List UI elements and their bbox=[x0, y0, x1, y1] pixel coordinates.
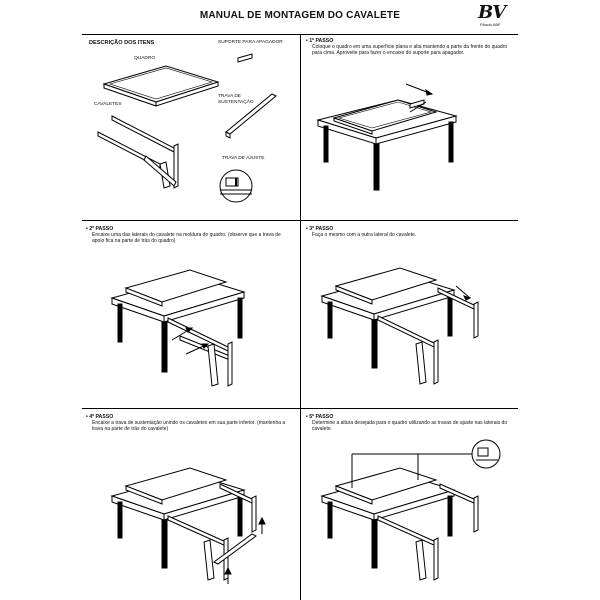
board-on-table bbox=[336, 468, 436, 504]
step-1-text: Coloque o quadro em uma superfície plana… bbox=[312, 44, 508, 57]
table bbox=[322, 474, 454, 568]
page-title: MANUAL DE MONTAGEM DO CAVALETE bbox=[199, 10, 401, 21]
step-4-text: Encaixe a trava de sustentação unindo os… bbox=[92, 420, 286, 433]
step-2-panel: • 2º PASSO Encaixe uma das laterais do c… bbox=[86, 226, 292, 410]
step-1-illustration bbox=[306, 38, 512, 222]
label-trava-sustentacao-1: TRAVA DE bbox=[218, 94, 242, 99]
step-5-illustration bbox=[306, 414, 512, 598]
board-on-table bbox=[126, 468, 226, 504]
step-5-title: • 5º PASSO bbox=[306, 414, 334, 420]
manual-page: MANUAL DE MONTAGEM DO CAVALETE BV Filiad… bbox=[82, 0, 518, 600]
easel-side bbox=[168, 318, 232, 386]
easel-sides-part bbox=[98, 116, 178, 188]
label-trava-ajuste: TRAVA DE AJUSTE bbox=[222, 156, 265, 161]
step-2-title: • 2º PASSO bbox=[86, 226, 114, 232]
step-3-text: Faça o mesmo com a outra lateral do cava… bbox=[312, 232, 417, 238]
easel-sides bbox=[378, 484, 478, 580]
step-5-text: Determine a altura desejada para o quadr… bbox=[312, 420, 508, 433]
board-on-table bbox=[336, 268, 436, 304]
board-on-table bbox=[126, 270, 226, 306]
step-3-title: • 3º PASSO bbox=[306, 226, 334, 232]
step-1-panel: • 1º PASSO Coloque o quadro em uma super… bbox=[306, 38, 512, 222]
header: MANUAL DE MONTAGEM DO CAVALETE BV Filiad… bbox=[82, 0, 518, 30]
label-cavaletes: CAVALETES bbox=[94, 102, 122, 107]
step-2-illustration bbox=[86, 226, 292, 410]
easel-side-1 bbox=[378, 316, 438, 384]
step-3-illustration bbox=[306, 226, 512, 410]
adjust-callout bbox=[352, 440, 500, 488]
step-4-illustration bbox=[86, 414, 292, 598]
easel-side-2 bbox=[438, 286, 478, 338]
eraser-insert bbox=[406, 84, 432, 112]
column-divider bbox=[300, 34, 301, 600]
eraser-support-part bbox=[238, 54, 252, 62]
label-trava-sustentacao-2: SUSTENTAÇÃO bbox=[218, 100, 254, 105]
sustain-bar-part bbox=[226, 94, 276, 138]
items-panel: DESCRIÇÃO DOS ITENS SUPORTE PARA APAGADO… bbox=[86, 36, 292, 220]
step-2-text: Encaixe uma das laterais do cavalete na … bbox=[92, 232, 281, 245]
row-divider-2 bbox=[82, 408, 518, 409]
label-quadro: QUADRO bbox=[134, 56, 156, 61]
step-4-panel: • 4º PASSO Encaixe a trava de sustentaçã… bbox=[86, 414, 292, 598]
sustain-bar-insert bbox=[214, 518, 265, 584]
step-1-title: • 1º PASSO bbox=[306, 38, 334, 44]
label-suporte: SUPORTE PARA APAGADOR bbox=[218, 40, 283, 45]
adjust-lock-callout bbox=[220, 170, 252, 202]
items-title: DESCRIÇÃO DOS ITENS bbox=[89, 40, 155, 46]
logo-subtitle: Filiado ABF bbox=[480, 22, 501, 27]
board-part bbox=[104, 66, 218, 106]
step-3-panel: • 3º PASSO Faça o mesmo com a outra late… bbox=[306, 226, 512, 410]
brand-logo: BV Filiado ABF bbox=[478, 2, 512, 32]
items-illustration bbox=[86, 36, 292, 220]
logo-mark: BV bbox=[478, 2, 506, 23]
row-divider-1 bbox=[82, 220, 518, 221]
step-4-title: • 4º PASSO bbox=[86, 414, 114, 420]
step-5-panel: • 5º PASSO Determine a altura desejada p… bbox=[306, 414, 512, 598]
